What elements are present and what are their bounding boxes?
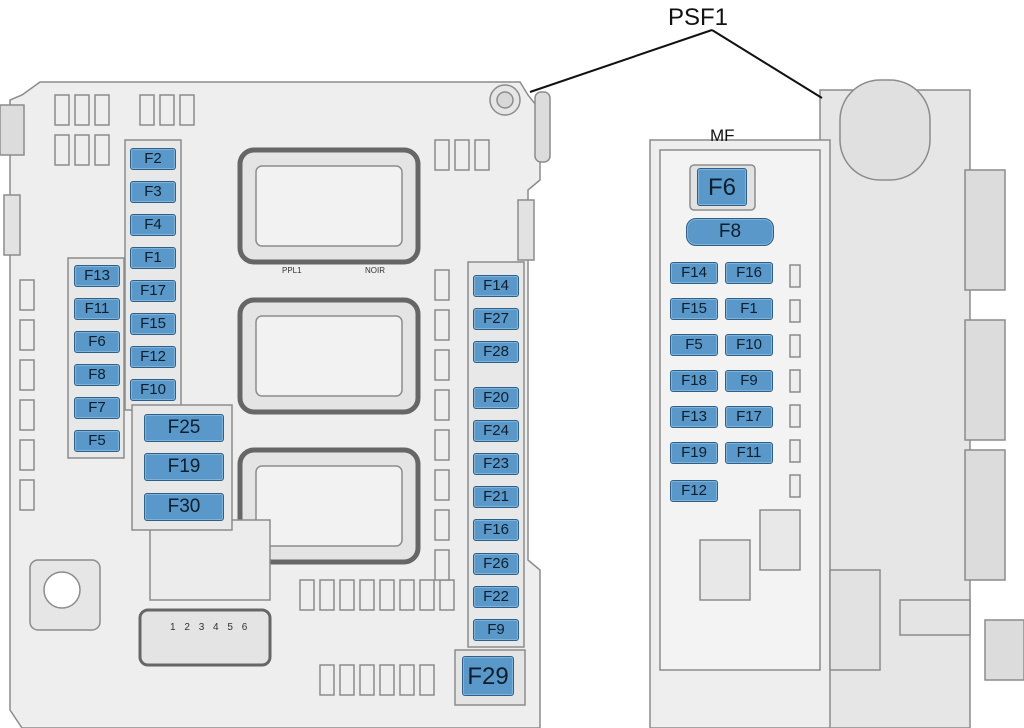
fuse-f19-right: F19 bbox=[670, 442, 718, 464]
pin-label: 5 bbox=[227, 622, 236, 633]
fuse-f17-left: F17 bbox=[130, 280, 176, 302]
pin-label: 3 bbox=[198, 622, 208, 633]
pin-label: 4 bbox=[213, 622, 222, 633]
fuse-f13-left: F13 bbox=[74, 265, 120, 287]
pin-label: 1 bbox=[170, 622, 179, 633]
fuse-f10-left: F10 bbox=[130, 379, 176, 401]
fuse-f24-left: F24 bbox=[473, 420, 519, 442]
fuse-f2-left: F2 bbox=[130, 148, 176, 170]
connector-pins: 1 2 3 4 5 6 bbox=[170, 622, 250, 633]
psf1-label: PSF1 bbox=[668, 4, 729, 31]
fuse-f12-left: F12 bbox=[130, 346, 176, 368]
fuse-f10-right: F10 bbox=[725, 334, 773, 356]
fuse-f8-right: F8 bbox=[686, 218, 774, 246]
fuse-f23-left: F23 bbox=[473, 453, 519, 475]
fuse-f13-right: F13 bbox=[670, 406, 718, 428]
fuse-f14-left: F14 bbox=[473, 275, 519, 297]
fuse-f26-left: F26 bbox=[473, 553, 519, 575]
fuse-f18-right: F18 bbox=[670, 370, 718, 392]
fuse-f30-left: F30 bbox=[144, 493, 224, 521]
pin-label: 2 bbox=[184, 622, 193, 633]
fuse-f19-left: F19 bbox=[144, 453, 224, 481]
fuse-f5-left: F5 bbox=[74, 430, 120, 452]
connector-label-ppl1: PPL1 bbox=[282, 266, 302, 275]
fuse-f27-left: F27 bbox=[473, 308, 519, 330]
fuse-f1-right: F1 bbox=[725, 298, 773, 320]
fuse-f8-left: F8 bbox=[74, 364, 120, 386]
fuse-f7-left: F7 bbox=[74, 397, 120, 419]
fuse-f9-right: F9 bbox=[725, 370, 773, 392]
fuse-f28-left: F28 bbox=[473, 341, 519, 363]
fuse-f29-left: F29 bbox=[462, 656, 514, 696]
fuse-f15-right: F15 bbox=[670, 298, 718, 320]
fuse-f21-left: F21 bbox=[473, 486, 519, 508]
fuse-f6-left: F6 bbox=[74, 331, 120, 353]
fuse-f12-right: F12 bbox=[670, 480, 718, 502]
mf-label: MF bbox=[710, 126, 735, 145]
fuse-f4-left: F4 bbox=[130, 214, 176, 236]
fuse-f22-left: F22 bbox=[473, 586, 519, 608]
fuse-f16-right: F16 bbox=[725, 262, 773, 284]
fuse-f6-right: F6 bbox=[697, 168, 747, 206]
fuse-f15-left: F15 bbox=[130, 313, 176, 335]
fuse-f11-right: F11 bbox=[725, 442, 773, 464]
fuse-f5-right: F5 bbox=[670, 334, 718, 356]
fuse-f25-left: F25 bbox=[144, 414, 224, 442]
pin-label: 6 bbox=[241, 622, 251, 633]
psf1-callout-lines bbox=[529, 29, 823, 99]
fuse-f9-left: F9 bbox=[473, 619, 519, 641]
fuse-f3-left: F3 bbox=[130, 181, 176, 203]
fuse-f16-left: F16 bbox=[473, 519, 519, 541]
fuse-f20-left: F20 bbox=[473, 387, 519, 409]
connector-label-noir: NOIR bbox=[365, 266, 385, 275]
fuse-f11-left: F11 bbox=[74, 298, 120, 320]
fuse-f1-left: F1 bbox=[130, 247, 176, 269]
fuse-f17-right: F17 bbox=[725, 406, 773, 428]
left-fuse-box-housing bbox=[0, 81, 551, 728]
fuse-f14-right: F14 bbox=[670, 262, 718, 284]
